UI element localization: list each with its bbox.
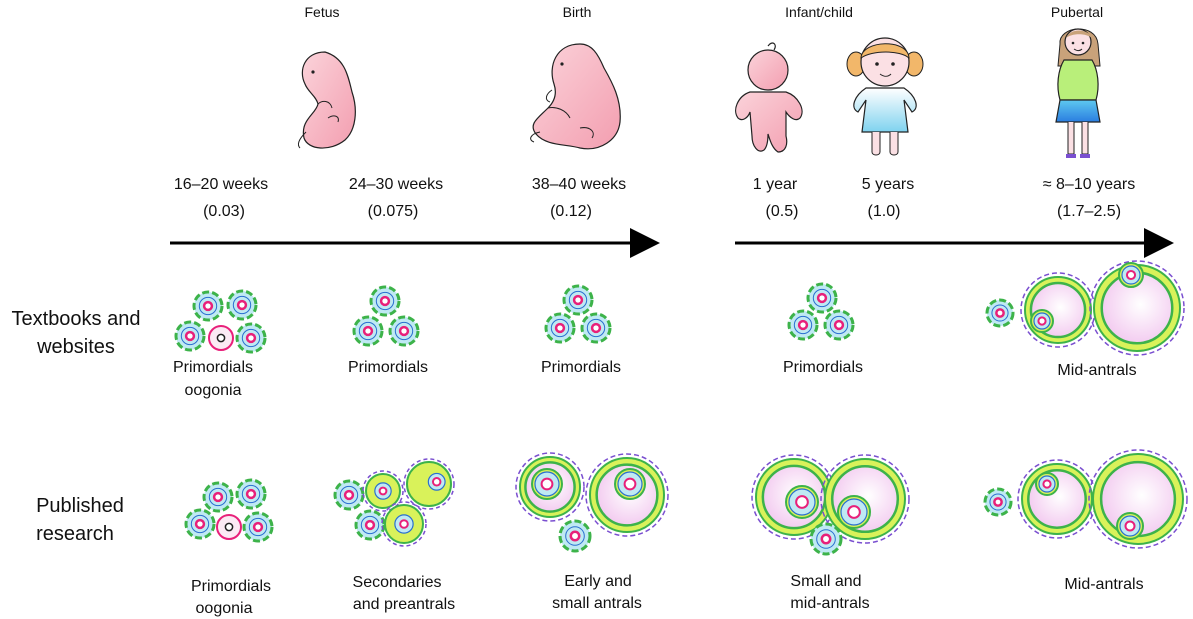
stage-label-birth: Birth <box>562 4 592 20</box>
child-icon <box>846 37 924 156</box>
primordial-follicle <box>174 320 206 352</box>
primordial-follicle <box>184 508 216 540</box>
follicle-label: and preantrals <box>352 596 456 613</box>
age-label: ≈ 8–10 years <box>1042 176 1136 193</box>
follicle-label: oogonia <box>195 600 253 617</box>
small-antral-follicle <box>585 453 669 537</box>
primordial-follicle <box>354 509 386 541</box>
primordial-follicle <box>202 481 234 513</box>
follicle-label: Early and <box>564 573 632 590</box>
primordial-follicle <box>562 284 594 316</box>
follicle-label: Primordials <box>190 578 272 595</box>
ovary-volume-value: (1.7–2.5) <box>1056 203 1122 220</box>
oogonium-cell <box>208 325 234 351</box>
primordial-follicle <box>235 478 267 510</box>
age-label: 5 years <box>861 176 915 193</box>
mid-antral-follicle <box>1089 260 1185 356</box>
follicle-label: Mid-antrals <box>1064 576 1144 593</box>
primordial-follicle <box>823 309 855 341</box>
age-label: 1 year <box>752 176 798 193</box>
row-heading-textbooks: Textbooks and <box>11 308 141 330</box>
mid-antral-follicle <box>1020 272 1096 348</box>
ovary-volume-value: (0.5) <box>765 203 799 220</box>
age-label: 24–30 weeks <box>348 176 444 193</box>
small-antral-follicle <box>751 454 837 540</box>
row-heading-research: research <box>36 523 114 545</box>
preantral-follicle <box>403 458 455 510</box>
primordial-follicle <box>787 309 819 341</box>
follicle-illustrations <box>174 260 1188 556</box>
follicle-label: mid-antrals <box>790 595 870 612</box>
secondary-follicle <box>362 470 404 512</box>
follicle-label: Small and <box>790 573 862 590</box>
secondary-follicle <box>381 501 427 547</box>
early-antral-follicle <box>515 452 585 522</box>
stage-label-pubertal: Pubertal <box>1050 4 1104 20</box>
primordial-follicle <box>369 285 401 317</box>
primordial-follicle <box>388 315 420 347</box>
oogonium-cell <box>216 514 242 540</box>
stage-label-fetus: Fetus <box>304 4 340 20</box>
mid-antral-follicle <box>1017 459 1097 539</box>
primordial-follicle <box>809 522 843 556</box>
primordial-follicle <box>235 322 267 354</box>
primordial-follicle <box>192 290 224 322</box>
fetus-icon <box>297 51 356 149</box>
age-label: 16–20 weeks <box>173 176 269 193</box>
pubertal-girl-icon <box>1055 28 1101 158</box>
row-heading-research: Published <box>36 495 124 517</box>
row-heading-textbooks: websites <box>37 336 115 358</box>
follicle-label: Primordials <box>782 359 864 376</box>
follicle-label: Primordials <box>347 359 429 376</box>
follicle-label: Primordials <box>172 359 254 376</box>
ovary-volume-value: (0.03) <box>203 203 245 220</box>
primordial-follicle <box>544 312 576 344</box>
primordial-follicle <box>333 479 365 511</box>
ovary-volume-value: (1.0) <box>867 203 901 220</box>
mid-antral-follicle <box>1088 449 1188 549</box>
mid-antral-follicle <box>820 454 910 544</box>
follicle-label: small antrals <box>552 595 642 612</box>
primordial-follicle <box>242 511 274 543</box>
primordial-follicle <box>983 487 1013 517</box>
stage-label-infant-child: Infant/child <box>785 4 853 20</box>
ovary-volume-value: (0.12) <box>550 203 592 220</box>
age-label: 38–40 weeks <box>531 176 627 193</box>
primordial-follicle <box>226 289 258 321</box>
primordial-follicle <box>985 298 1015 328</box>
primordial-follicle <box>558 519 592 553</box>
follicle-label: Secondaries <box>352 574 442 591</box>
follicle-label: Primordials <box>540 359 622 376</box>
baby-icon <box>735 42 803 153</box>
follicle-label: Mid-antrals <box>1057 362 1137 379</box>
newborn-fetus-icon <box>530 43 621 150</box>
primordial-follicle <box>352 315 384 347</box>
primordial-follicle <box>806 282 838 314</box>
ovary-volume-value: (0.075) <box>367 203 419 220</box>
follicle-label: oogonia <box>184 382 242 399</box>
primordial-follicle <box>580 312 612 344</box>
